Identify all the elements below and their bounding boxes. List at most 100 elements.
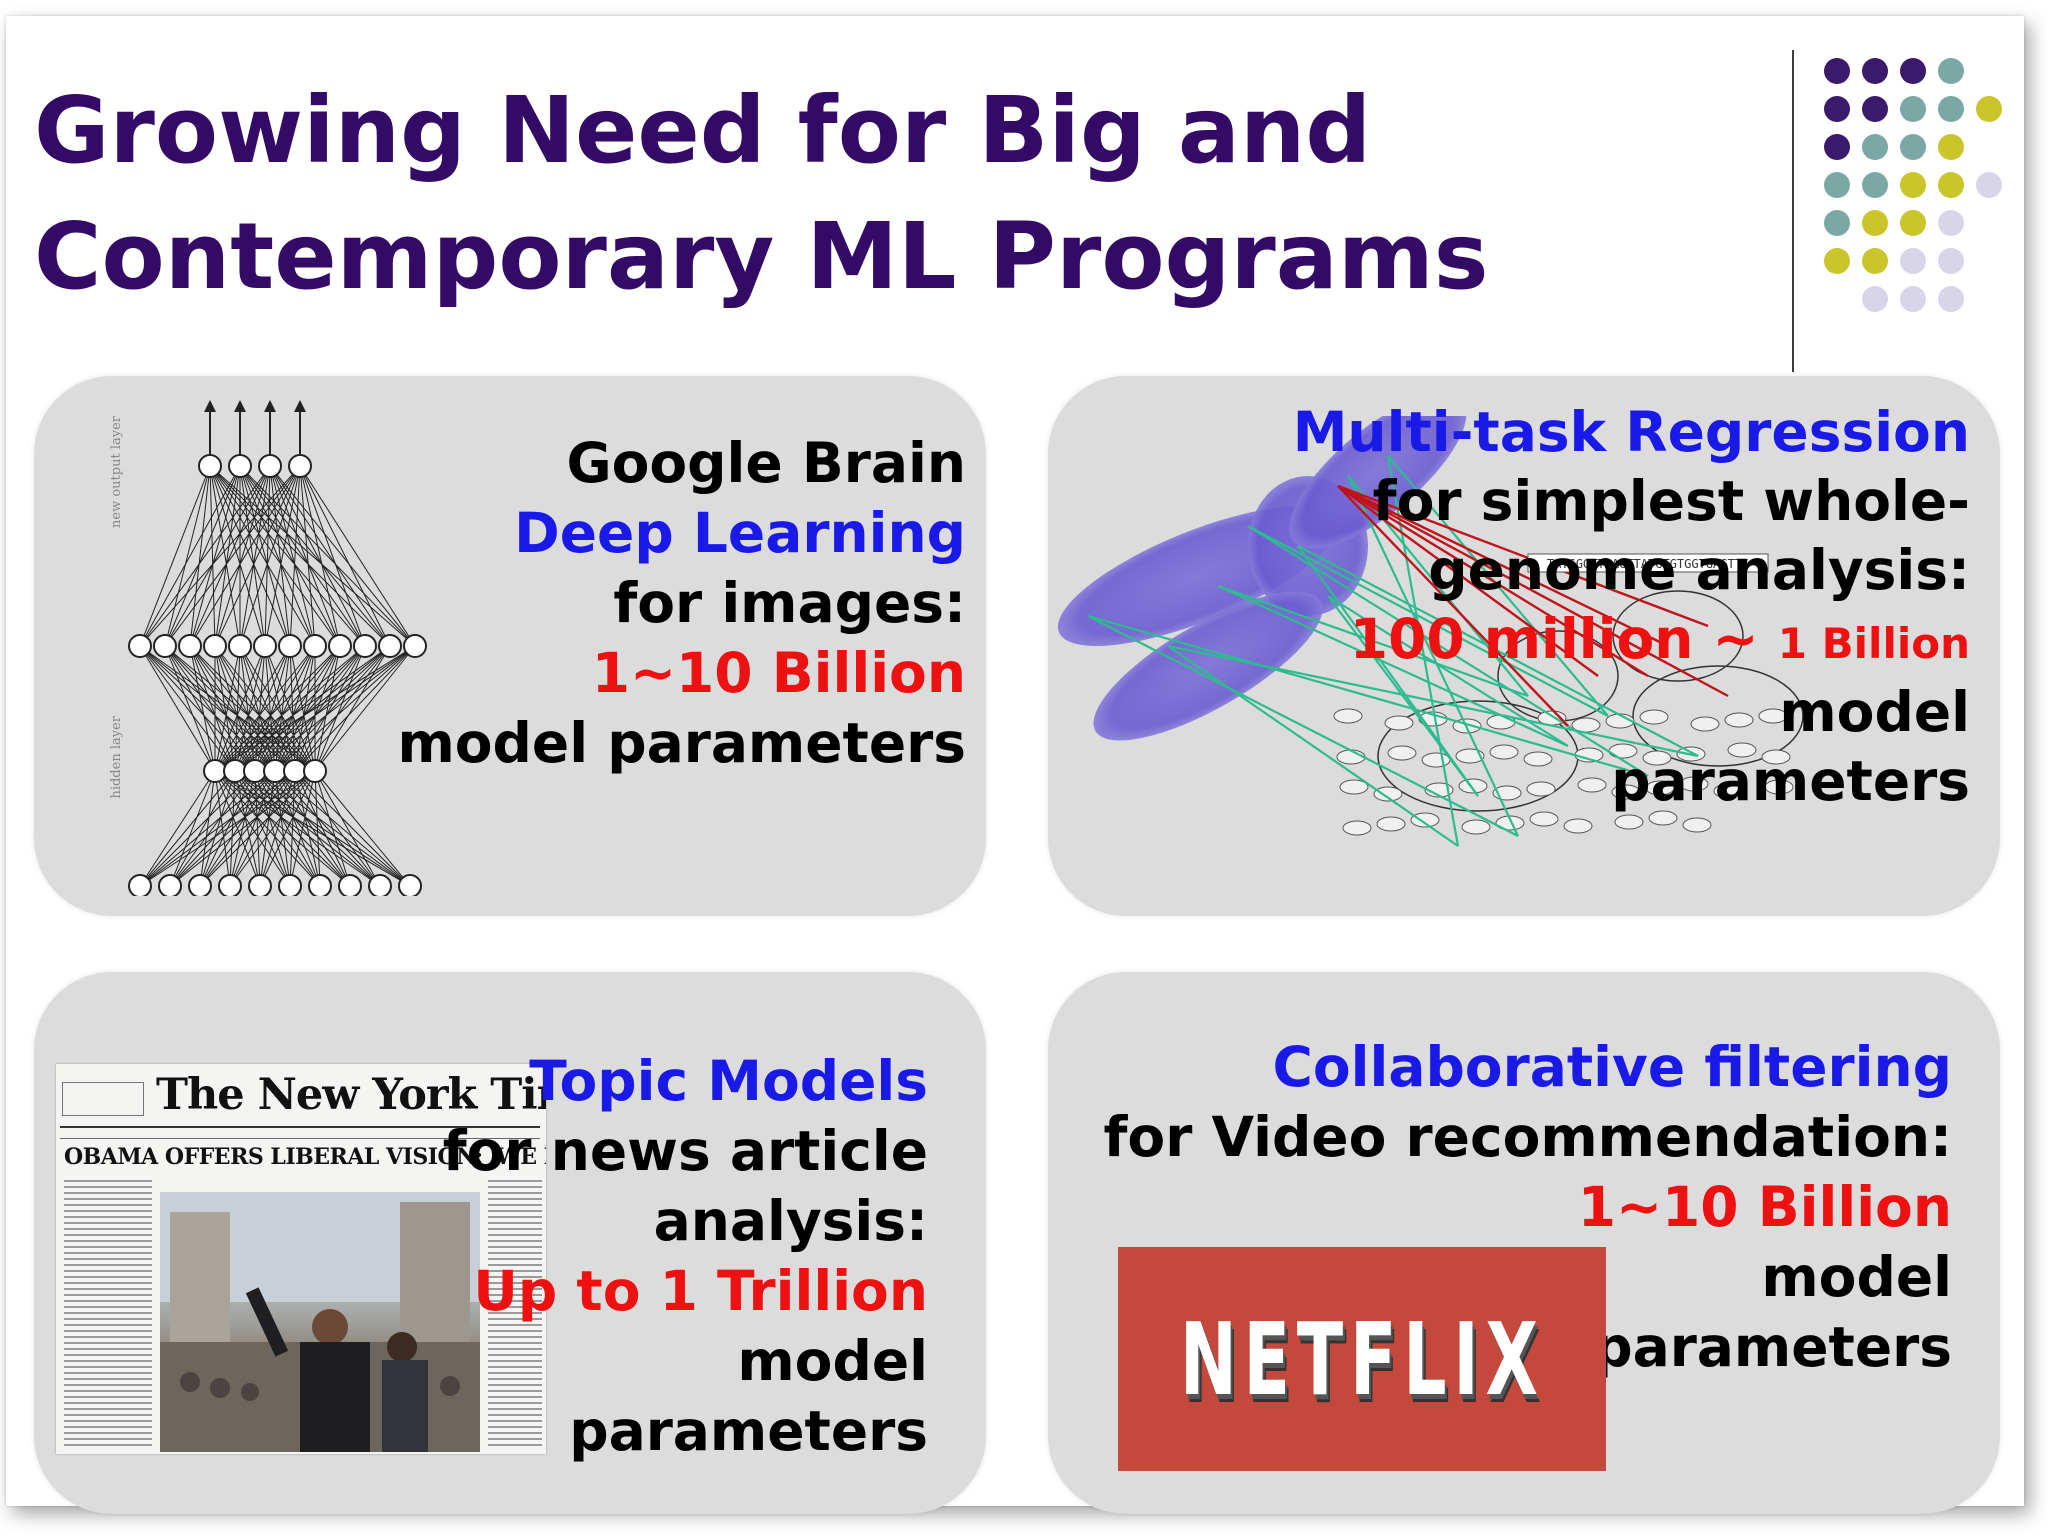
- decorative-dot: [1900, 248, 1926, 274]
- model-label: model: [737, 1329, 928, 1393]
- decorative-dot: [1938, 134, 1964, 160]
- newspaper-masthead: The New York Times: [156, 1070, 546, 1120]
- neuron-node: [303, 634, 327, 658]
- simplest-genome-label: for simplest whole-: [1372, 469, 1970, 533]
- neuron-node: [283, 759, 307, 783]
- decorative-dot: [1900, 172, 1926, 198]
- neuron-node: [223, 759, 247, 783]
- neuron-node: [303, 759, 327, 783]
- decorative-dot: [1862, 134, 1888, 160]
- decorative-dot: [1900, 134, 1926, 160]
- neuron-node: [203, 634, 227, 658]
- slide-title: Growing Need for Big and Contemporary ML…: [34, 68, 1754, 320]
- for-images-label: for images:: [613, 571, 966, 635]
- multitask-text: Multi-task Regression for simplest whole…: [1293, 398, 1970, 816]
- panel-google-brain: new output layer hidden layer Google Bra…: [34, 376, 986, 916]
- red-association-lines: [1337, 484, 1729, 727]
- panel-collaborative-filtering: Collaborative filtering for Video recomm…: [1048, 972, 2000, 1514]
- topic-models-title: Topic Models: [529, 1049, 928, 1113]
- neuron-node: [288, 454, 312, 478]
- neuron-node: [308, 874, 332, 896]
- neuron-node: [278, 874, 302, 896]
- neuron-node: [338, 874, 362, 896]
- decorative-vertical-line: [1792, 50, 1794, 372]
- neuron-node: [248, 874, 272, 896]
- decorative-dot: [1862, 210, 1888, 236]
- neuron-node: [228, 634, 252, 658]
- neuron-node: [188, 874, 212, 896]
- neuron-node: [153, 634, 177, 658]
- neural-network-diagram: new output layer hidden layer: [109, 400, 427, 896]
- genome-sequence-text: TATGGGTTAAGTTATGTGTGGTGAGTTG: [1547, 557, 1749, 571]
- neuron-node: [228, 454, 252, 478]
- deep-learning-label: Deep Learning: [514, 501, 966, 565]
- video-recommendation-label: for Video recommendation:: [1103, 1105, 1953, 1169]
- slide: Growing Need for Big and Contemporary ML…: [6, 16, 2024, 1514]
- neuron-node: [203, 759, 227, 783]
- analysis-label: analysis:: [653, 1189, 928, 1253]
- panel-topic-models: The New York Times OBAMA OFFERS LIBERAL …: [34, 972, 986, 1514]
- decorative-dot: [1976, 96, 2002, 122]
- parameter-count: Up to 1 Trillion: [473, 1259, 928, 1323]
- panel-multitask-regression: TATGGGTTAAGTTATGTGTGGTGAGTTG Multi-task …: [1048, 376, 2000, 916]
- model-parameters-label: model parameters: [397, 711, 966, 775]
- decorative-dot: [1938, 58, 1964, 84]
- decorative-dot: [1824, 96, 1850, 122]
- parameter-count: 1~10 Billion: [591, 641, 966, 705]
- neuron-node: [328, 634, 352, 658]
- newspaper-headline: OBAMA OFFERS LIBERAL VISION: 'WE MUST AC…: [64, 1144, 546, 1170]
- netflix-logo: NETFLIX: [1118, 1247, 1606, 1471]
- google-brain-text: Google Brain Deep Learning for images: 1…: [397, 428, 966, 778]
- neuron-node: [178, 634, 202, 658]
- netflix-logo-text: NETFLIX: [1179, 1300, 1545, 1418]
- neuron-node: [368, 874, 392, 896]
- topic-models-text: Topic Models for news article analysis: …: [443, 1046, 928, 1466]
- neuron-node: [263, 759, 287, 783]
- neuron-node: [158, 874, 182, 896]
- news-article-label: for news article: [442, 1119, 928, 1183]
- collab-text: Collaborative filtering for Video recomm…: [1104, 1032, 1953, 1382]
- parameter-range-end: 1 Billion: [1777, 619, 1970, 668]
- neuron-node: [198, 454, 222, 478]
- multitask-title: Multi-task Regression: [1292, 400, 1970, 464]
- chromosome-network-illustration: TATGGGTTAAGTTATGTGTGGTGAGTTG: [1057, 416, 1804, 847]
- collab-title: Collaborative filtering: [1272, 1035, 1952, 1099]
- neuron-node: [243, 759, 267, 783]
- decorative-dot: [1824, 134, 1850, 160]
- neuron-node: [353, 634, 377, 658]
- newspaper-ear-box: [62, 1082, 144, 1116]
- photo-illustration: [160, 1192, 480, 1452]
- green-association-lines: [1087, 455, 1699, 847]
- model-label: model: [1761, 1245, 1952, 1309]
- decorative-dot: [1862, 96, 1888, 122]
- neuron-node: [403, 634, 427, 658]
- inauguration-photo: [160, 1192, 480, 1452]
- genome-analysis-label: genome analysis:: [1428, 538, 1970, 602]
- newspaper-front-page-image: The New York Times OBAMA OFFERS LIBERAL …: [56, 1064, 546, 1454]
- decorative-dot: [1938, 96, 1964, 122]
- parameters-label: parameters: [1611, 749, 1970, 813]
- decorative-dot: [1862, 58, 1888, 84]
- decorative-dot: [1938, 210, 1964, 236]
- title-line-1: Growing Need for Big and: [34, 77, 1372, 184]
- decorative-dot: [1824, 248, 1850, 274]
- decorative-dot: [1938, 286, 1964, 312]
- neuron-node: [128, 874, 152, 896]
- google-brain-title: Google Brain: [566, 431, 966, 495]
- decorative-dot: [1824, 172, 1850, 198]
- neuron-node: [278, 634, 302, 658]
- decorative-dot: [1900, 210, 1926, 236]
- parameters-label: parameters: [569, 1399, 928, 1463]
- decorative-dot: [1824, 210, 1850, 236]
- model-label: model: [1779, 680, 1970, 744]
- neuron-node: [378, 634, 402, 658]
- parameter-range-start: 100 million ~: [1349, 607, 1778, 671]
- decorative-dot: [1976, 172, 2002, 198]
- output-layer-label: new output layer: [109, 415, 124, 528]
- hidden-layer-label: hidden layer: [109, 715, 124, 798]
- neuron-node: [258, 454, 282, 478]
- decorative-dot: [1862, 248, 1888, 274]
- neuron-node: [218, 874, 242, 896]
- network-nodes: [1333, 590, 1804, 836]
- decorative-dot: [1900, 96, 1926, 122]
